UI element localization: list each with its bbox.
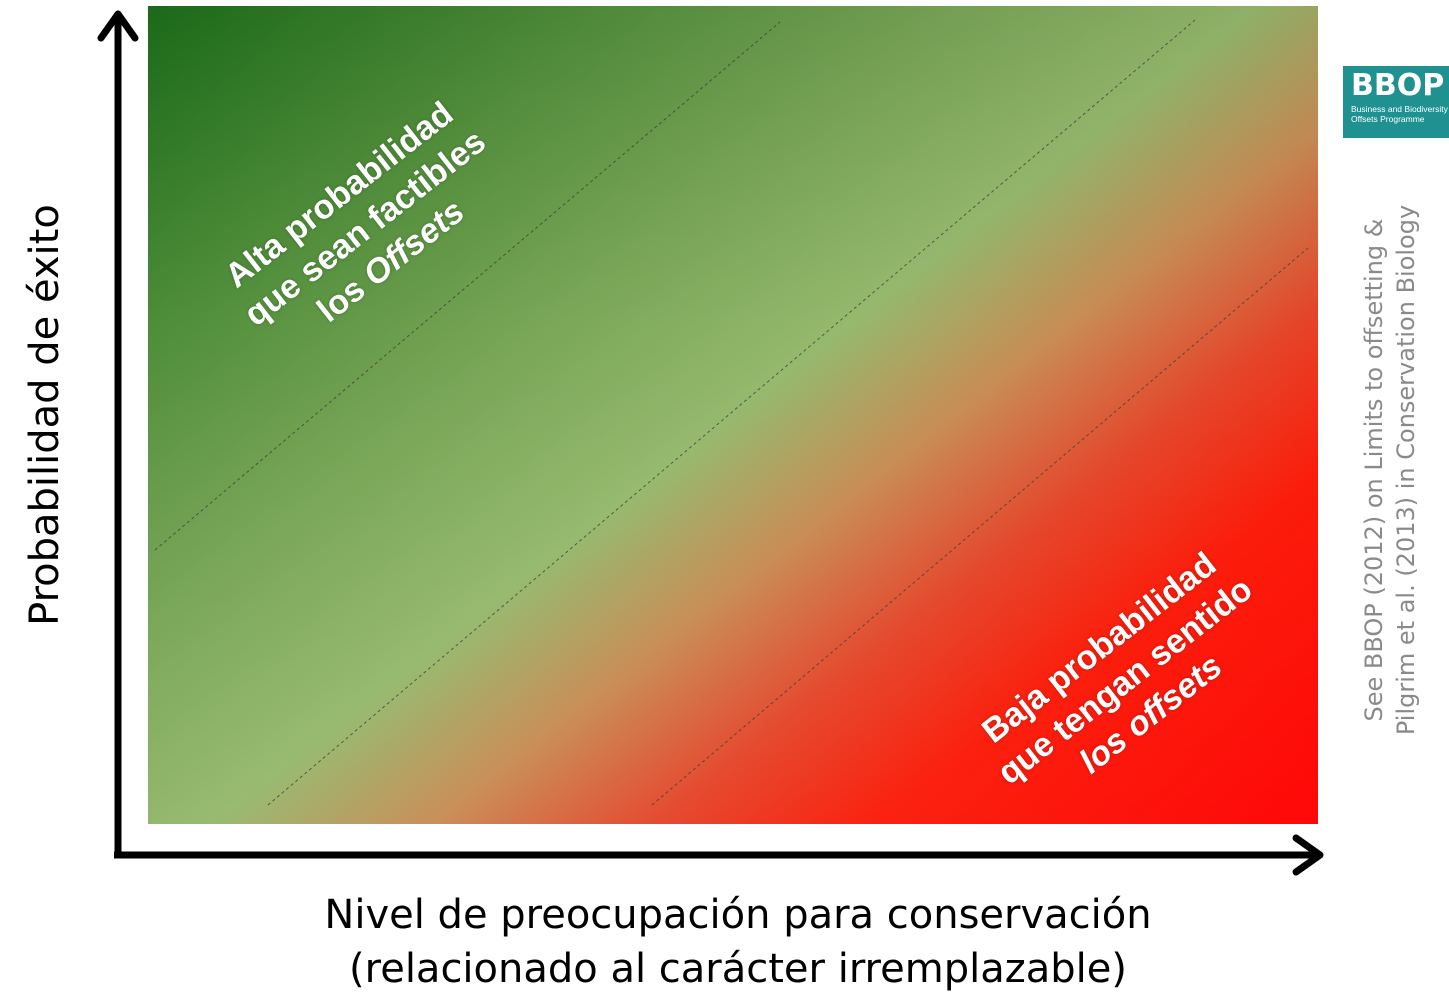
x-axis-label: Nivel de preocupación para conservación … xyxy=(148,888,1328,996)
bbop-logo-sub-line2: Offsets Programme xyxy=(1351,114,1425,124)
probability-gradient-panel xyxy=(148,6,1318,824)
citation-text: See BBOP (2012) on Limits to offsetting … xyxy=(1358,205,1422,735)
x-axis-label-line2: (relacionado al carácter irremplazable) xyxy=(349,946,1127,992)
dashed-guide-lines xyxy=(154,19,1309,806)
x-axis-arrowhead xyxy=(1292,834,1324,876)
bbop-logo-subtitle: Business and Biodiversity Offsets Progra… xyxy=(1351,104,1448,124)
x-axis-label-line1: Nivel de preocupación para conservación xyxy=(324,892,1152,938)
dashed-line-middle xyxy=(267,19,1196,806)
bbop-logo-sub-line1: Business and Biodiversity xyxy=(1351,104,1448,114)
y-axis-label-text: Probabilidad de éxito xyxy=(22,204,68,626)
bbop-logo-mark: BBOP xyxy=(1351,68,1445,103)
citation-line1: See BBOP (2012) on Limits to offsetting … xyxy=(1360,218,1388,722)
gradient-shading-layer xyxy=(148,6,1318,824)
y-axis-arrowhead xyxy=(97,10,139,42)
dashed-line-upper xyxy=(154,21,781,551)
gradient-diagonal-layer xyxy=(148,6,1318,824)
citation-line2: Pilgrim et al. (2013) in Conservation Bi… xyxy=(1392,204,1420,736)
x-axis xyxy=(114,834,1324,876)
y-axis xyxy=(97,10,139,858)
bbop-logo: BBOP Business and Biodiversity Offsets P… xyxy=(1343,66,1449,138)
